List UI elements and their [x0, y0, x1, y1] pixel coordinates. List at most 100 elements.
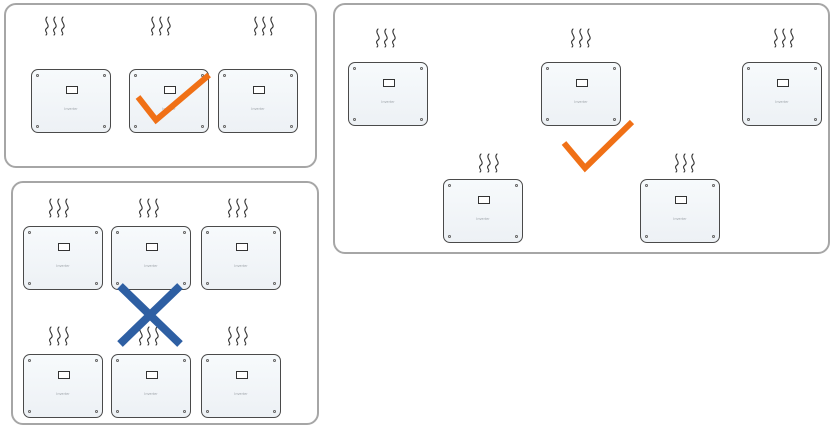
- heat-wave-icon: [136, 198, 162, 218]
- mounting-hole: [201, 125, 204, 128]
- mounting-hole: [747, 118, 750, 121]
- heat-wave-icon: [568, 28, 594, 48]
- inverter-device: Inverter: [31, 69, 111, 133]
- display-screen: [164, 86, 176, 94]
- mounting-hole: [645, 184, 648, 187]
- inverter-device: Inverter: [218, 69, 298, 133]
- inverter-device: Inverter: [443, 179, 523, 243]
- heat-wave-icon: [225, 326, 251, 346]
- mounting-hole: [134, 74, 137, 77]
- heat-wave-icon: [672, 153, 698, 173]
- display-screen: [675, 196, 687, 204]
- mounting-hole: [206, 282, 209, 285]
- inverter-device: Inverter: [201, 354, 281, 418]
- device-logo: Inverter: [56, 264, 70, 268]
- mounting-hole: [95, 231, 98, 234]
- heat-wave-icon: [771, 28, 797, 48]
- mounting-hole: [273, 282, 276, 285]
- device-logo: Inverter: [476, 217, 490, 221]
- mounting-hole: [353, 118, 356, 121]
- inverter-device: Inverter: [640, 179, 720, 243]
- mounting-hole: [712, 235, 715, 238]
- inverter-device: Inverter: [541, 62, 621, 126]
- display-screen: [383, 79, 395, 87]
- mounting-hole: [36, 74, 39, 77]
- heat-wave-icon: [46, 198, 72, 218]
- display-screen: [58, 243, 70, 251]
- mounting-hole: [273, 231, 276, 234]
- device-logo: Inverter: [381, 100, 395, 104]
- mounting-hole: [613, 67, 616, 70]
- panel-stacked-incorrect: Inverter Inverter Inverter Inverter Inve…: [11, 181, 319, 425]
- inverter-device: Inverter: [348, 62, 428, 126]
- inverter-device: Inverter: [23, 354, 103, 418]
- device-logo: Inverter: [64, 107, 78, 111]
- mounting-hole: [273, 410, 276, 413]
- mounting-hole: [183, 359, 186, 362]
- mounting-hole: [814, 118, 817, 121]
- heat-wave-icon: [42, 16, 68, 36]
- mounting-hole: [420, 118, 423, 121]
- mounting-hole: [95, 359, 98, 362]
- mounting-hole: [103, 125, 106, 128]
- mounting-hole: [28, 282, 31, 285]
- display-screen: [58, 371, 70, 379]
- panel-side-by-side-correct: Inverter Inverter Inverter: [4, 3, 317, 168]
- mounting-hole: [448, 235, 451, 238]
- mounting-hole: [747, 67, 750, 70]
- inverter-device: Inverter: [111, 226, 191, 290]
- inverter-device: Inverter: [111, 354, 191, 418]
- mounting-hole: [290, 125, 293, 128]
- mounting-hole: [116, 231, 119, 234]
- heat-wave-icon: [136, 326, 162, 346]
- heat-wave-icon: [476, 153, 502, 173]
- mounting-hole: [201, 74, 204, 77]
- heat-wave-icon: [148, 16, 174, 36]
- mounting-hole: [814, 67, 817, 70]
- device-logo: Inverter: [775, 100, 789, 104]
- mounting-hole: [712, 184, 715, 187]
- mounting-hole: [28, 410, 31, 413]
- mounting-hole: [28, 359, 31, 362]
- mounting-hole: [515, 184, 518, 187]
- device-logo: Inverter: [144, 264, 158, 268]
- mounting-hole: [183, 410, 186, 413]
- inverter-device: Inverter: [23, 226, 103, 290]
- inverter-device: Inverter: [742, 62, 822, 126]
- cross-icon: [117, 283, 183, 347]
- heat-wave-icon: [251, 16, 277, 36]
- mounting-hole: [36, 125, 39, 128]
- mounting-hole: [134, 125, 137, 128]
- display-screen: [146, 371, 158, 379]
- device-logo: Inverter: [574, 100, 588, 104]
- heat-wave-icon: [373, 28, 399, 48]
- heat-wave-icon: [46, 326, 72, 346]
- device-logo: Inverter: [251, 107, 265, 111]
- mounting-hole: [613, 118, 616, 121]
- display-screen: [146, 243, 158, 251]
- display-screen: [236, 371, 248, 379]
- mounting-hole: [223, 125, 226, 128]
- display-screen: [236, 243, 248, 251]
- device-logo: Inverter: [234, 392, 248, 396]
- mounting-hole: [353, 67, 356, 70]
- display-screen: [576, 79, 588, 87]
- device-logo: Inverter: [56, 392, 70, 396]
- checkmark-icon: [135, 72, 211, 125]
- panel-staggered-correct: Inverter Inverter Inverter Inverter Inve…: [333, 3, 830, 254]
- mounting-hole: [95, 282, 98, 285]
- mounting-hole: [183, 282, 186, 285]
- device-logo: Inverter: [673, 217, 687, 221]
- heat-wave-icon: [225, 198, 251, 218]
- mounting-hole: [273, 359, 276, 362]
- mounting-hole: [103, 74, 106, 77]
- mounting-hole: [420, 67, 423, 70]
- mounting-hole: [116, 282, 119, 285]
- mounting-hole: [546, 118, 549, 121]
- display-screen: [66, 86, 78, 94]
- mounting-hole: [206, 359, 209, 362]
- device-logo: Inverter: [144, 392, 158, 396]
- display-screen: [777, 79, 789, 87]
- display-screen: [253, 86, 265, 94]
- mounting-hole: [223, 74, 226, 77]
